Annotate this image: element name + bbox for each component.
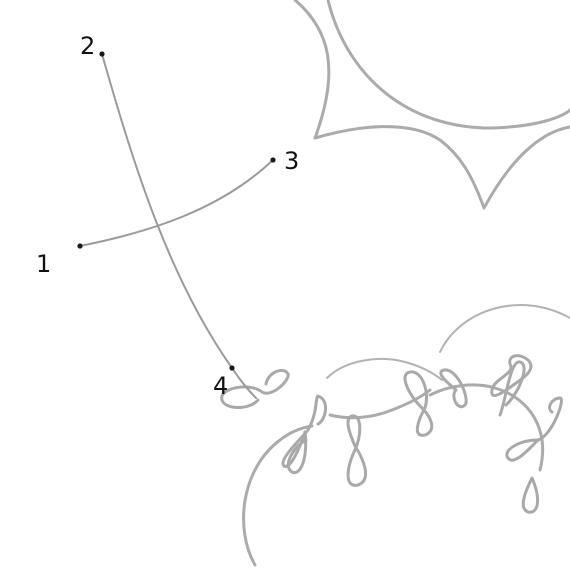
anchor-point-2[interactable]: 2 — [80, 32, 105, 60]
anchor-dot[interactable] — [270, 157, 276, 163]
upper-right-arc — [439, 304, 570, 353]
point-label: 2 — [80, 32, 95, 60]
loop-flourishes — [220, 354, 563, 514]
point-label: 3 — [284, 147, 299, 175]
connector-paths — [79, 53, 274, 399]
loop-flourish — [521, 476, 539, 514]
loop-flourish — [490, 354, 533, 397]
background-shapes — [242, 0, 570, 567]
curve-1-to-3[interactable] — [79, 159, 274, 247]
anchor-point-3[interactable]: 3 — [270, 147, 299, 175]
curve-2-to-4[interactable] — [101, 53, 257, 399]
loop-flourish — [286, 430, 308, 475]
anchor-points[interactable]: 1 2 3 4 — [36, 32, 299, 400]
loop-flourish — [439, 368, 468, 409]
large-circle-outline — [326, 0, 570, 130]
anchor-point-1[interactable]: 1 — [36, 243, 83, 278]
lobe-outline — [293, 0, 570, 210]
point-label: 1 — [36, 250, 51, 278]
anchor-dot[interactable] — [229, 365, 235, 371]
loop-flourish — [281, 394, 327, 468]
loop-flourish — [505, 396, 563, 462]
inner-loop-chain — [328, 388, 432, 420]
middle-arc — [326, 357, 443, 381]
lower-right-arc — [428, 383, 545, 472]
anchor-point-4[interactable]: 4 — [213, 365, 235, 400]
anchor-dot[interactable] — [99, 51, 105, 57]
loop-flourish — [403, 370, 434, 437]
loop-flourish — [498, 360, 526, 417]
point-label: 4 — [213, 372, 228, 400]
lower-circle-outline — [242, 424, 314, 567]
loop-flourish — [220, 368, 290, 409]
loop-flourish — [346, 414, 368, 487]
anchor-dot[interactable] — [77, 243, 83, 249]
